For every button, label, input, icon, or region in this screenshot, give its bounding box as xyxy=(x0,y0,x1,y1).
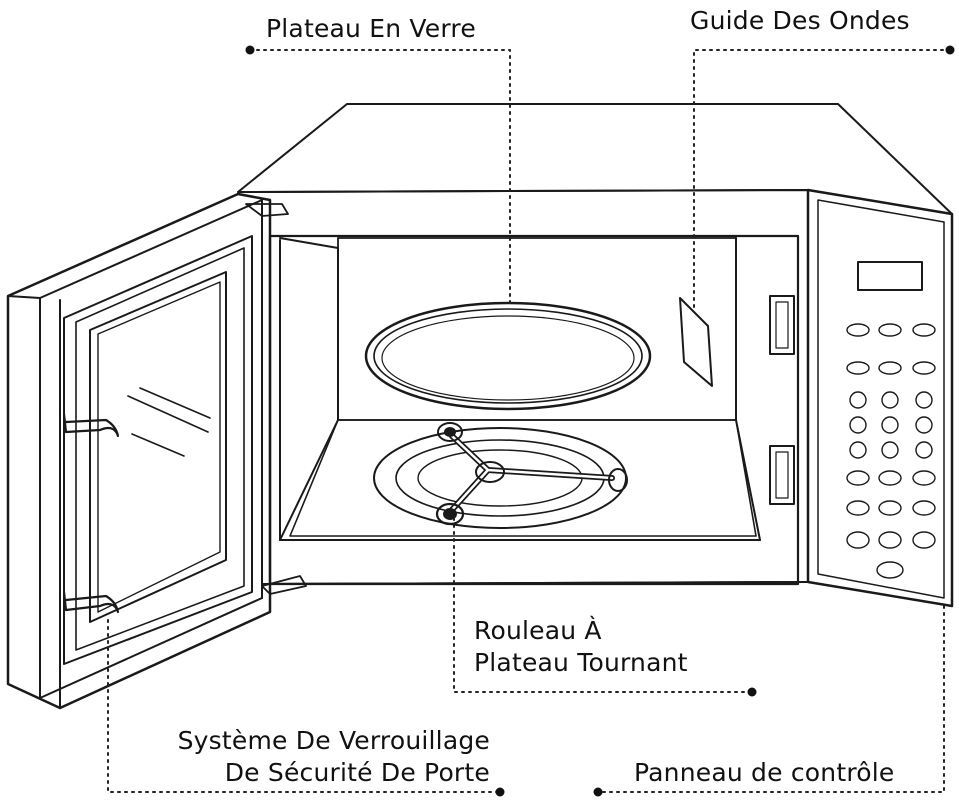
panel-button-Defrost xyxy=(912,361,936,375)
panel-button-6 xyxy=(915,416,933,434)
door-slab xyxy=(6,192,272,710)
latch-hook-top xyxy=(62,412,120,438)
panel-button-5 xyxy=(881,416,899,434)
panel-button-start-stop xyxy=(876,561,904,579)
latch-hook-bottom xyxy=(62,590,120,614)
panel-button-Defrost xyxy=(846,531,870,549)
door-window xyxy=(89,271,227,623)
glass-tray xyxy=(364,301,652,411)
latch-hole-top xyxy=(769,295,795,355)
label-lock-line1: Système De Verrouillage xyxy=(177,726,490,755)
panel-button-Clock xyxy=(846,470,870,486)
panel-button-0 xyxy=(878,470,902,486)
display-window xyxy=(857,261,923,291)
leader-dots xyxy=(245,45,955,797)
label-glass-tray: Plateau En Verre xyxy=(266,14,476,43)
label-lock-line2: De Sécurité De Porte xyxy=(224,758,490,787)
label-control-panel: Panneau de contrôle xyxy=(634,758,895,787)
top-surface xyxy=(237,103,953,215)
turntable-roller xyxy=(373,422,628,529)
leader-waveguide xyxy=(693,49,951,313)
panel-button-Reset xyxy=(912,470,936,486)
latch-hole-bottom xyxy=(769,445,795,505)
hinge-top xyxy=(245,203,289,217)
cavity-outer xyxy=(268,234,800,586)
waveguide-cover xyxy=(679,297,713,387)
cavity-floor xyxy=(289,419,757,537)
panel-button-Cook xyxy=(912,500,936,516)
door xyxy=(6,192,307,710)
door-inner-frame xyxy=(63,235,253,665)
control-panel-body xyxy=(806,188,954,608)
label-waveguide: Guide Des Ondes xyxy=(690,6,910,35)
leader-glass-tray xyxy=(249,49,511,305)
panel-button-Pizza xyxy=(912,323,936,337)
panel-button-9 xyxy=(915,441,933,459)
leader-lock xyxy=(107,619,501,793)
leader-control-panel xyxy=(597,605,945,793)
panel-button-Power xyxy=(846,500,870,516)
label-roller-line2: Plateau Tournant xyxy=(474,648,688,677)
panel-button-Start xyxy=(912,531,936,549)
panel-buttons xyxy=(846,323,936,579)
label-roller-line1: Rouleau À xyxy=(474,616,602,645)
panel-button-7 xyxy=(849,441,867,459)
panel-button-3 xyxy=(915,391,933,409)
cavity xyxy=(268,234,800,586)
panel-button-Timer xyxy=(878,500,902,516)
panel-button-Weight xyxy=(878,531,902,549)
panel-button-Beverage xyxy=(846,361,870,375)
front-face xyxy=(237,189,809,585)
panel-button-2 xyxy=(881,391,899,409)
panel-button-Frozen xyxy=(878,361,902,375)
hinge-bottom xyxy=(261,575,307,595)
panel-button-8 xyxy=(881,441,899,459)
panel-button-1 xyxy=(849,391,867,409)
panel-button-4 xyxy=(849,416,867,434)
panel-button-Auto xyxy=(846,323,870,337)
microwave-body xyxy=(237,103,954,608)
leader-roller xyxy=(453,517,753,693)
panel-button-Reheat xyxy=(878,323,902,337)
leader-lines xyxy=(107,49,951,793)
control-panel xyxy=(846,261,936,579)
